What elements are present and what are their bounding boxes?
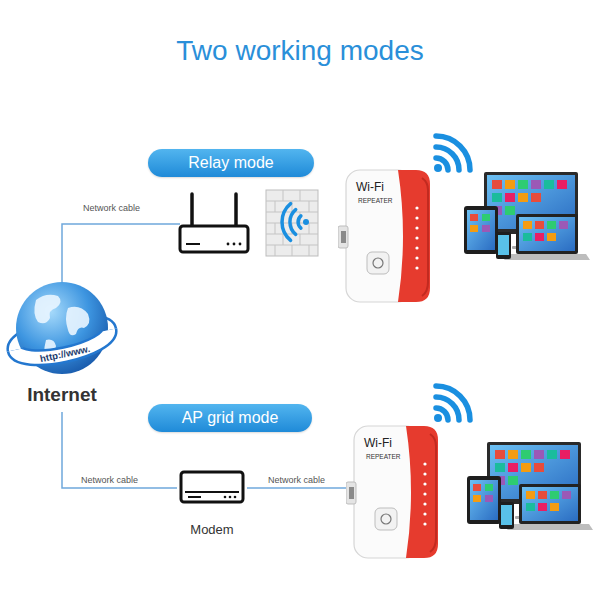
wifi-icon	[434, 386, 470, 422]
cable-label: Network cable	[82, 203, 141, 213]
router-icon-part	[233, 243, 236, 246]
modem-shape-part-part	[224, 496, 227, 499]
repeater-shape-part-part	[415, 216, 418, 219]
model-label: REPEATER	[358, 197, 393, 204]
cable-label: Network cable	[267, 475, 326, 485]
globe-shape-part	[6, 278, 118, 386]
brand-label: Wi-Fi	[356, 180, 384, 194]
mode-label: AP grid mode	[182, 409, 279, 427]
repeater-shape-part-part	[415, 236, 418, 239]
diagram-title: Two working modes	[0, 35, 600, 67]
wifi-icon	[434, 136, 470, 172]
wifi-signal-waves-part	[303, 219, 309, 225]
globe-shape	[6, 278, 118, 386]
router-icon-part	[234, 194, 238, 226]
wifi-signal-waves	[282, 204, 309, 241]
wifi-signal-waves-part	[298, 216, 301, 228]
wifi-signal-waves-part	[282, 204, 291, 241]
internet-label: Internet	[6, 384, 118, 406]
modem-shape-part	[179, 470, 245, 506]
repeater-shape	[338, 168, 432, 304]
modem-box: Modem	[177, 470, 247, 542]
router-icon-part	[180, 226, 248, 252]
repeater-shape-part-part	[423, 472, 426, 475]
brick-wall-part	[266, 190, 318, 256]
repeater-shape-part-part	[422, 178, 428, 296]
repeater-shape-part-part	[338, 226, 348, 248]
repeater-shape-part-part	[375, 508, 397, 530]
repeater-shape-part-part	[346, 482, 356, 504]
repeater-shape-part-part	[349, 487, 354, 499]
mode-label: Relay mode	[188, 154, 273, 172]
repeater-shape	[346, 424, 440, 560]
repeater-shape-part-part	[341, 231, 346, 243]
repeater-shape-part-part	[423, 492, 426, 495]
repeater-shape-part	[346, 424, 440, 560]
client-devices	[464, 172, 590, 260]
repeater-shape-part-part	[423, 462, 426, 465]
repeater-shape-part-part	[415, 206, 418, 209]
globe-shape-part-part	[66, 307, 89, 335]
repeater-shape-part-part	[430, 434, 436, 552]
repeater-shape-part-part	[415, 266, 418, 269]
repeater-shape-part-part	[423, 482, 426, 485]
repeater-shape-part-part	[423, 512, 426, 515]
repeater-shape-part-part	[415, 246, 418, 249]
wifi-signal-waves-part	[290, 210, 296, 235]
repeater-shape-part-part	[415, 256, 418, 259]
globe-shape-part-part	[34, 295, 60, 324]
repeater-shape-part-part	[406, 426, 438, 558]
mode-pill: AP grid mode	[148, 404, 312, 432]
model-label: REPEATER	[366, 453, 401, 460]
wifi-repeater: Wi-FiREPEATER	[338, 168, 432, 304]
client-devices	[467, 442, 593, 530]
modem-shape-part-part	[185, 491, 239, 493]
router-icon	[180, 194, 248, 252]
modem-shape-part-part	[234, 496, 237, 499]
modem-shape-part-part	[181, 472, 243, 502]
repeater-shape-part-part	[367, 252, 389, 274]
router-icon-part	[186, 243, 200, 245]
repeater-shape-part-part	[423, 502, 426, 505]
modem-shape	[179, 470, 245, 506]
repeater-shape-part-part	[381, 514, 391, 524]
cable-label: Network cable	[80, 475, 139, 485]
mode-pill: Relay mode	[148, 149, 314, 177]
repeater-shape-part-part	[398, 170, 430, 302]
repeater-shape-part-part	[415, 226, 418, 229]
router-icon-part	[190, 194, 194, 226]
router-icon-part	[227, 243, 230, 246]
brick-wall	[266, 190, 318, 256]
router-icon-part	[239, 243, 242, 246]
modem-shape-part-part	[229, 496, 232, 499]
network-cable-wire	[62, 224, 180, 282]
network-cable	[247, 487, 346, 489]
brick-wall-part	[275, 190, 309, 256]
device-label: Modem	[177, 522, 247, 537]
repeater-shape-part-part	[373, 258, 383, 268]
wifi-repeater: Wi-FiREPEATER	[346, 424, 440, 560]
internet-globe: http://www.Internet	[6, 278, 118, 412]
modem-shape-part-part	[188, 496, 201, 498]
repeater-shape-part	[338, 168, 432, 304]
repeater-shape-part-part	[423, 522, 426, 525]
brand-label: Wi-Fi	[364, 436, 392, 450]
